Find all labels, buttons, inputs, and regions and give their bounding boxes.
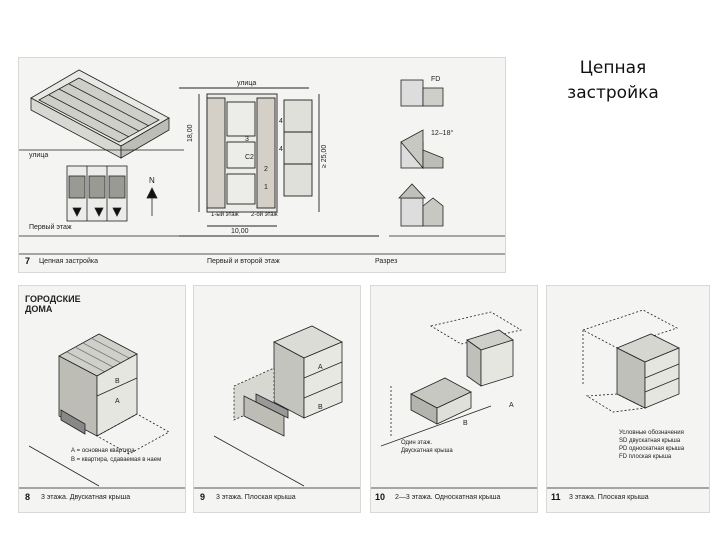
room-2: 2	[264, 166, 268, 173]
figure-10-label-a: A	[509, 402, 514, 409]
heading-line-2: ДОМА	[25, 304, 53, 314]
figure-10-label-b: B	[463, 420, 468, 427]
room-c2: C2	[245, 154, 254, 161]
heading-line-1: ГОРОДСКИЕ	[25, 294, 81, 304]
figure-7-drawing	[19, 69, 505, 255]
figure-7-panel: улица улица N Первый этаж 1-ый этаж 2-ой…	[18, 57, 506, 273]
street-label-top: улица	[237, 80, 257, 87]
figure-8-legend-a: А = основная квартира	[71, 448, 135, 454]
dimension-depth: ≥ 25,00	[321, 144, 328, 168]
figure-9-number: 9	[200, 492, 206, 502]
page-title: Цепная застройка	[548, 56, 678, 106]
figure-8-caption: 3 этажа. Двускатная крыша	[41, 494, 131, 501]
figure-7-number: 7	[25, 256, 31, 266]
room-4b: 4	[279, 146, 283, 153]
roof-angle-label: 12–18°	[431, 130, 454, 137]
dimension-width: 10,00	[231, 228, 249, 235]
room-1: 1	[264, 184, 268, 191]
figure-10-caption: 2—3 этажа. Односкатная крыша	[395, 494, 501, 501]
north-label: N	[149, 176, 155, 185]
figure-9-drawing	[194, 325, 360, 489]
street-label-left: улица	[29, 152, 49, 159]
room-4a: 4	[279, 118, 283, 125]
figure-10-note-line-2: Двускатная крыша	[401, 448, 453, 454]
legend-fd: FD плоская крыша	[619, 454, 672, 460]
figure-9-panel: A B 9 3 этажа. Плоская крыша	[193, 285, 361, 513]
figure-9-label-b: B	[318, 404, 323, 411]
first-floor-label: Первый этаж	[29, 224, 72, 231]
figure-8-panel: ГОРОДСКИЕ ДОМА A B А = основная квартира…	[18, 285, 186, 513]
figure-9-label-a: A	[318, 364, 323, 371]
figure-10-note-line-1: Один этаж.	[401, 440, 432, 446]
figure-10-drawing	[371, 311, 537, 489]
figure-8-heading: ГОРОДСКИЕ ДОМА	[25, 294, 81, 314]
legend-title: Условные обозначения	[619, 430, 684, 436]
figure-11-number: 11	[551, 492, 561, 502]
figure-8-number: 8	[25, 492, 31, 502]
figure-8-label-b: B	[115, 378, 120, 385]
legend-sd: SD двускатная крыша	[619, 438, 681, 444]
figure-8-legend-b: В = квартира, сдаваемая в наем	[71, 457, 162, 463]
plan-caption: Первый и второй этаж	[207, 258, 280, 265]
figure-11-drawing	[547, 309, 709, 489]
floor-2-label: 2-ой этаж	[251, 212, 278, 218]
title-line-1: Цепная	[579, 58, 647, 78]
roof-fd-label: FD	[431, 76, 441, 83]
legend-pd: PD односкатная крыша	[619, 446, 685, 452]
figure-10-panel: A B Один этаж. Двускатная крыша 10 2—3 э…	[370, 285, 538, 513]
floor-1-label: 1-ый этаж	[211, 212, 239, 218]
figure-11-caption: 3 этажа. Плоская крыша	[569, 494, 649, 501]
figure-11-panel: Условные обозначения SD двускатная крыша…	[546, 285, 710, 513]
section-caption: Разрез	[375, 258, 398, 265]
figure-7-caption: Цепная застройка	[39, 258, 98, 265]
room-3: 3	[245, 136, 249, 143]
figure-10-number: 10	[375, 492, 386, 502]
figure-9-caption: 3 этажа. Плоская крыша	[216, 494, 296, 501]
figure-8-label-a: A	[115, 398, 120, 405]
title-line-2: застройка	[567, 83, 659, 103]
dimension-height: 18,00	[187, 124, 194, 142]
figure-8-drawing	[19, 333, 185, 489]
